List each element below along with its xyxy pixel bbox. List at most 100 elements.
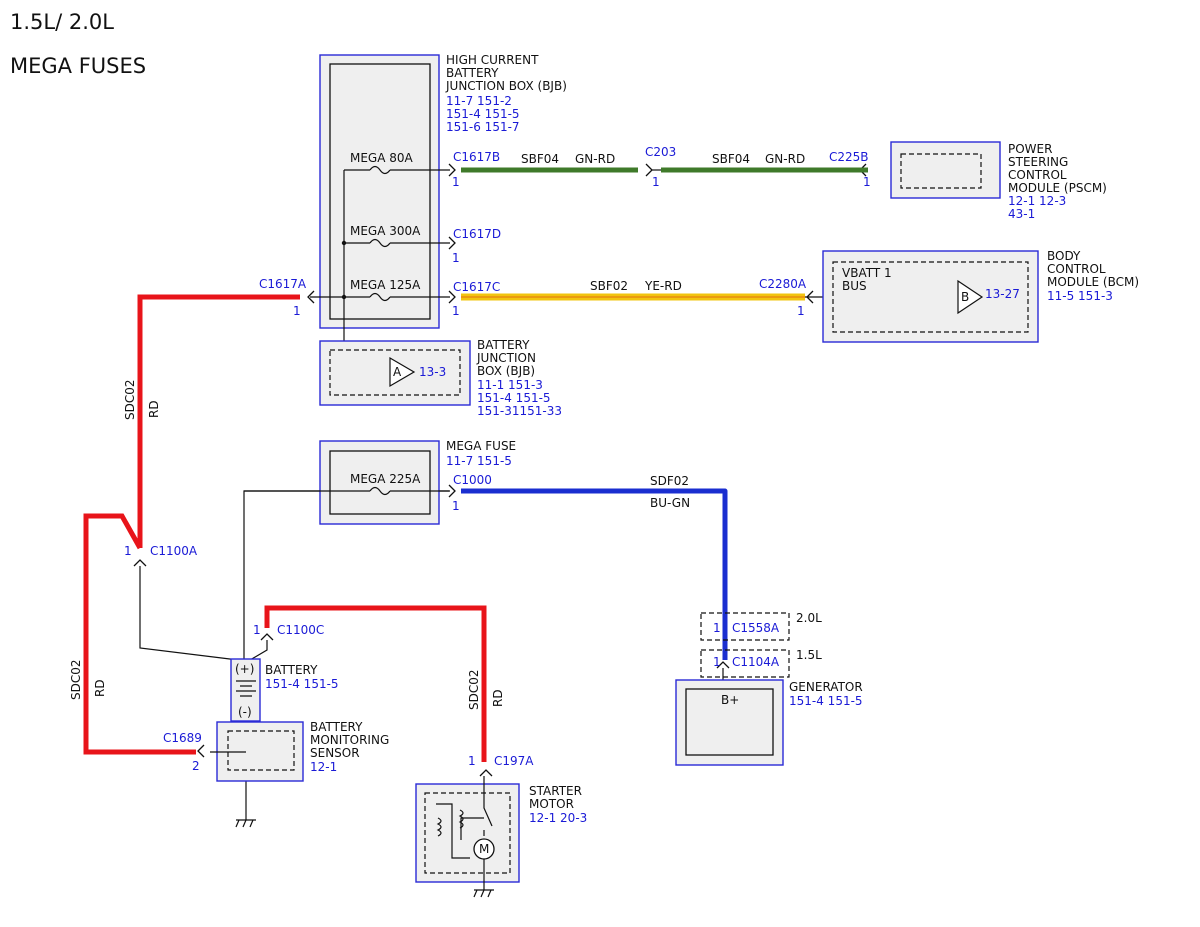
pin-c2280a: 1 xyxy=(797,304,805,318)
connector-c1558a[interactable]: C1558A xyxy=(732,621,780,635)
starter-label-2: MOTOR xyxy=(529,797,574,811)
fuse-125a-symbol xyxy=(369,292,391,302)
connector-c1689[interactable]: C1689 xyxy=(163,731,202,745)
motor-symbol-label: M xyxy=(479,842,489,856)
wire-label-yerd: YE-RD xyxy=(644,279,682,293)
pin-c1617d: 1 xyxy=(452,251,460,265)
battery-ref[interactable]: 151-4 151-5 xyxy=(265,677,339,691)
pin-c1100a: 1 xyxy=(124,544,132,558)
bcm-ref-1[interactable]: 11-5 151-3 xyxy=(1047,289,1113,303)
connector-c1000[interactable]: C1000 xyxy=(453,473,492,487)
pin-c1000: 1 xyxy=(452,499,460,513)
fuse-300a-label: MEGA 300A xyxy=(350,224,421,238)
pscm-module: POWER STEERING CONTROL MODULE (PSCM) 12-… xyxy=(890,141,1107,221)
bjb-ref-2[interactable]: 151-4 151-5 xyxy=(446,107,520,121)
bjb-ref-1[interactable]: 11-7 151-2 xyxy=(446,94,512,108)
bjb2-label-3: BOX (BJB) xyxy=(477,364,535,378)
generator-ref[interactable]: 151-4 151-5 xyxy=(789,694,863,708)
pin-c1689: 2 xyxy=(192,759,200,773)
bjb-ref-3[interactable]: 151-6 151-7 xyxy=(446,120,520,134)
megafuse-label: MEGA FUSE xyxy=(446,439,516,453)
bcm-triangle-icon xyxy=(957,279,984,315)
wire-label-sdf02: SDF02 xyxy=(650,474,689,488)
bjb2-ref-2[interactable]: 151-4 151-5 xyxy=(477,391,551,405)
fuse-300a-symbol xyxy=(369,238,391,248)
bjb-label-3: JUNCTION BOX (BJB) xyxy=(445,79,567,93)
wire-label-sdc02-upper: SDC02 xyxy=(123,379,137,420)
battery-plus-label: (+) xyxy=(235,662,254,676)
connector-c1104a[interactable]: C1104A xyxy=(732,655,780,669)
pin-c1100c: 1 xyxy=(253,623,261,637)
bjb-triangle-icon xyxy=(389,356,416,388)
wire-label-sbf02: SBF02 xyxy=(590,279,628,293)
battery-minus-label: (-) xyxy=(238,705,252,719)
bjb2-label-1: BATTERY xyxy=(477,338,530,352)
battery: (+) (-) BATTERY 151-4 151-5 xyxy=(230,658,339,722)
pscm-ref-2[interactable]: 43-1 xyxy=(1008,207,1035,221)
bjb-label-1: HIGH CURRENT xyxy=(446,53,539,67)
pin-c1617c: 1 xyxy=(452,304,460,318)
connector-c1617b[interactable]: C1617B xyxy=(453,150,500,164)
wire-label-sbf04-b: SBF04 xyxy=(712,152,750,166)
bms-label-3: SENSOR xyxy=(310,746,360,760)
variant-15l-label: 1.5L xyxy=(796,648,822,662)
wire-label-rd-upper: RD xyxy=(147,400,161,418)
bcm-vbatt-label: VBATT 1 xyxy=(842,266,892,280)
bms-ref[interactable]: 12-1 xyxy=(310,760,337,774)
starter-solenoid-line xyxy=(436,803,470,859)
variant-2l-label: 2.0L xyxy=(796,611,822,625)
fuse-225a-symbol xyxy=(369,486,391,496)
bjb2-label-2: JUNCTION xyxy=(476,351,536,365)
wire-labels: SBF04 GN-RD SBF04 GN-RD SBF02 YE-RD SDF0… xyxy=(69,152,805,710)
battery-monitoring-sensor: BATTERY MONITORING SENSOR 12-1 xyxy=(210,720,389,782)
pscm-label-2: STEERING xyxy=(1008,155,1068,169)
starter-ref[interactable]: 12-1 20-3 xyxy=(529,811,587,825)
starter-motor: M STARTER MOTOR 12-1 20-3 xyxy=(415,776,587,898)
pin-numbers: 1 1 1 1 1 1 1 1 1 1 2 1 1 1 xyxy=(124,175,871,773)
ground-icon-battery xyxy=(235,819,256,828)
wire-label-bugn: BU-GN xyxy=(650,496,690,510)
bcm-triangle-ref[interactable]: 13-27 xyxy=(985,287,1020,301)
mega-fuse-box: MEGA 225A MEGA FUSE 11-7 151-5 xyxy=(244,439,516,525)
bcm-label-1: BODY xyxy=(1047,249,1081,263)
battery-cell-icon xyxy=(236,680,256,697)
wire-label-sdc02-left: SDC02 xyxy=(69,659,83,700)
bjb-triangle-ref[interactable]: 13-3 xyxy=(419,365,446,379)
megafuse-ref[interactable]: 11-7 151-5 xyxy=(446,454,512,468)
fuse-80a-symbol xyxy=(369,165,391,175)
wire-label-rd-left: RD xyxy=(93,679,107,697)
connector-c197a[interactable]: C197A xyxy=(494,754,534,768)
wire-label-rd-starter: RD xyxy=(491,689,505,707)
page-title: MEGA FUSES xyxy=(10,54,146,78)
bjb-triangle-label: A xyxy=(393,365,402,379)
pin-c197a: 1 xyxy=(468,754,476,768)
fuse-225a-label: MEGA 225A xyxy=(350,472,421,486)
generator-bplus-label: B+ xyxy=(721,693,739,707)
connector-c1617c[interactable]: C1617C xyxy=(453,280,500,294)
bcm-label-3: MODULE (BCM) xyxy=(1047,275,1139,289)
wire-sdc02-starter xyxy=(264,605,487,762)
connector-c203[interactable]: C203 xyxy=(645,145,676,159)
connector-labels: C1617B C1617D C1617C C1617A C203 C225B C… xyxy=(150,145,869,768)
connector-c2280a[interactable]: C2280A xyxy=(759,277,807,291)
bjb-label-2: BATTERY xyxy=(446,66,499,80)
pin-c225b: 1 xyxy=(863,175,871,189)
connector-c1617d[interactable]: C1617D xyxy=(453,227,501,241)
bcm-module: VBATT 1 BUS B 13-27 BODY CONTROL MODULE … xyxy=(822,249,1139,343)
connector-c1617a[interactable]: C1617A xyxy=(259,277,307,291)
pin-c1558a: 1 xyxy=(713,621,721,635)
pin-c203: 1 xyxy=(652,175,660,189)
pscm-label-1: POWER xyxy=(1008,142,1052,156)
connector-c1100c[interactable]: C1100C xyxy=(277,623,324,637)
wire-sdf02 xyxy=(461,488,728,660)
bjb2-ref-3[interactable]: 151-31151-33 xyxy=(477,404,562,418)
connector-c1100a[interactable]: C1100A xyxy=(150,544,198,558)
generator-label: GENERATOR xyxy=(789,680,863,694)
connector-c225b[interactable]: C225B xyxy=(829,150,869,164)
bjb2-ref-1[interactable]: 11-1 151-3 xyxy=(477,378,543,392)
generator: B+ GENERATOR 151-4 151-5 2.0L 1.5L xyxy=(675,611,863,766)
pscm-ref-1[interactable]: 12-1 12-3 xyxy=(1008,194,1066,208)
wire-label-gnrd-b: GN-RD xyxy=(765,152,805,166)
wire-label-gnrd-a: GN-RD xyxy=(575,152,615,166)
